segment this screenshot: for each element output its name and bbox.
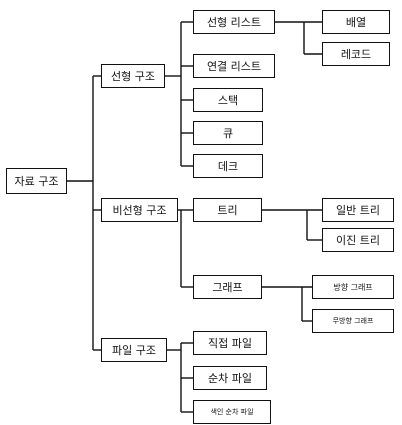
nonlinear-structure-label: 비선형 구조 bbox=[112, 204, 167, 217]
stack-label: 스택 bbox=[217, 94, 239, 107]
undirected-graph-node: 무방향 그래프 bbox=[312, 309, 394, 333]
binary-tree-label: 이진 트리 bbox=[336, 234, 380, 247]
linked-list-node: 연결 리스트 bbox=[193, 54, 275, 78]
graph-label: 그래프 bbox=[212, 281, 243, 294]
indexed-sequential-file-node: 색인 순차 파일 bbox=[193, 400, 271, 424]
tree-node: 트리 bbox=[193, 198, 262, 222]
general-tree-node: 일반 트리 bbox=[322, 198, 394, 222]
record-node: 레코드 bbox=[322, 42, 390, 66]
linear-list-node: 선형 리스트 bbox=[193, 10, 275, 34]
binary-tree-node: 이진 트리 bbox=[322, 228, 394, 252]
sequential-file-label: 순차 파일 bbox=[208, 372, 252, 385]
file-structure-label: 파일 구조 bbox=[112, 344, 156, 357]
directed-graph-label: 방향 그래프 bbox=[333, 282, 373, 292]
tree-label: 트리 bbox=[217, 204, 238, 217]
general-tree-label: 일반 트리 bbox=[336, 204, 380, 217]
nonlinear-structure-node: 비선형 구조 bbox=[101, 198, 178, 222]
queue-label: 큐 bbox=[222, 127, 234, 140]
linear-structure-label: 선형 구조 bbox=[111, 70, 155, 83]
array-node: 배열 bbox=[322, 10, 390, 34]
indexed-sequential-file-label: 색인 순차 파일 bbox=[210, 408, 254, 416]
linear-structure-node: 선형 구조 bbox=[101, 64, 165, 88]
root-node: 자료 구조 bbox=[6, 168, 67, 194]
sequential-file-node: 순차 파일 bbox=[193, 366, 267, 390]
deque-label: 데크 bbox=[217, 160, 239, 173]
linear-list-label: 선형 리스트 bbox=[206, 16, 262, 29]
direct-file-label: 직접 파일 bbox=[208, 337, 252, 350]
directed-graph-node: 방향 그래프 bbox=[312, 275, 394, 299]
stack-node: 스택 bbox=[193, 88, 263, 112]
file-structure-node: 파일 구조 bbox=[101, 338, 167, 362]
array-label: 배열 bbox=[345, 16, 367, 29]
root-label: 자료 구조 bbox=[14, 175, 59, 188]
queue-node: 큐 bbox=[193, 121, 263, 145]
deque-node: 데크 bbox=[193, 154, 263, 178]
graph-node: 그래프 bbox=[193, 275, 262, 299]
linked-list-label: 연결 리스트 bbox=[206, 60, 262, 73]
direct-file-node: 직접 파일 bbox=[193, 331, 267, 355]
undirected-graph-label: 무방향 그래프 bbox=[332, 317, 374, 325]
record-label: 레코드 bbox=[340, 48, 372, 61]
